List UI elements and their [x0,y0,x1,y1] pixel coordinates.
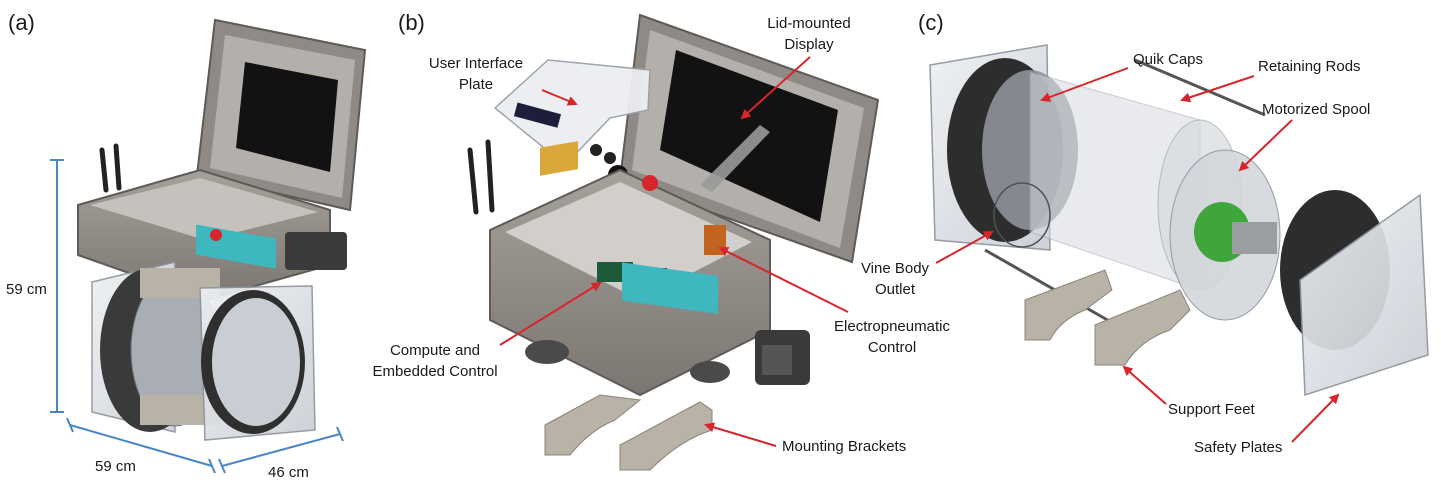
label-user-interface-plate-line1: User Interface [429,55,523,72]
label-quik-caps: Quik Caps [1133,51,1203,68]
arrow-safety-plates [1291,393,1340,443]
panel-a-letter: (a) [8,10,35,35]
arrow-retaining-rods [1180,75,1255,103]
label-safety-plates: Safety Plates [1194,439,1282,456]
depth-tick-left [218,458,226,474]
arrow-motorized-spool [1238,119,1293,172]
label-electropneumatic-line2: Control [868,339,916,356]
width-dimension-label: 59 cm [95,458,136,475]
label-electropneumatic-line1: Electropneumatic [834,318,950,335]
label-lid-mounted-display-line1: Lid-mounted [767,15,850,32]
label-lid-mounted-display-line2: Display [784,36,834,53]
panel-b: (b) [372,10,950,471]
height-dimension-label: 59 cm [6,281,47,298]
label-user-interface-plate-line2: Plate [459,76,493,93]
label-compute-control-line2: Embedded Control [372,363,497,380]
arrow-user-interface-plate [541,89,578,106]
panel-a: (a) 59 cm 59 cm 46 cm [6,10,367,481]
arrow-mounting-brackets [704,422,777,447]
dimension-lines [50,159,344,474]
panel-b-letter: (b) [398,10,425,35]
exploded-enclosure-illustration [467,13,880,471]
arrow-vine-body-outlet [935,231,994,264]
depth-dimension-line [221,433,341,467]
arrow-electropneumatic [718,247,849,313]
depth-tick-right [336,426,344,442]
width-dimension-line [69,424,213,467]
arrow-support-feet [1122,365,1167,405]
depth-dimension-label: 46 cm [268,464,309,481]
label-support-feet: Support Feet [1168,401,1256,418]
exploded-spool-illustration [929,44,1429,397]
panel-c: (c) Quik Caps Retaining Rods [861,10,1429,456]
panel-c-letter: (c) [918,10,944,35]
arrow-compute-control [499,281,602,346]
arrow-lid-mounted-display [740,56,811,120]
label-vine-body-outlet-line1: Vine Body [861,260,930,277]
width-tick-right [208,458,216,474]
arrow-quik-caps [1040,67,1129,102]
label-mounting-brackets: Mounting Brackets [782,438,906,455]
width-tick-left [66,417,74,433]
label-vine-body-outlet-line2: Outlet [875,281,916,298]
label-compute-control-line1: Compute and [390,342,480,359]
label-retaining-rods: Retaining Rods [1258,58,1361,75]
label-motorized-spool: Motorized Spool [1262,101,1370,118]
assembled-unit-illustration [77,18,367,441]
